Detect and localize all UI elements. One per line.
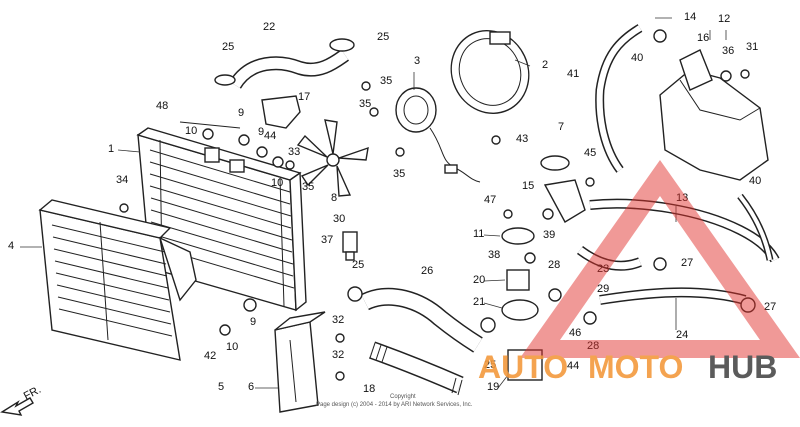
callout-47: 47 bbox=[484, 194, 496, 206]
callout-7: 7 bbox=[558, 121, 564, 133]
callout-35: 35 bbox=[380, 75, 392, 87]
callout-16: 16 bbox=[697, 32, 709, 44]
callout-48: 48 bbox=[156, 100, 168, 112]
callout-35c: 35 bbox=[302, 181, 314, 193]
callout-30: 30 bbox=[333, 213, 345, 225]
callout-10c: 10 bbox=[226, 341, 238, 353]
callout-25b: 25 bbox=[377, 31, 389, 43]
callout-34: 34 bbox=[116, 174, 128, 186]
leader-lines bbox=[20, 17, 727, 389]
callout-23: 23 bbox=[597, 263, 609, 275]
callout-24: 24 bbox=[676, 329, 688, 341]
watermark-logo: AUTO MOTO HUB bbox=[478, 160, 800, 385]
callout-14: 14 bbox=[684, 11, 696, 23]
callout-31: 31 bbox=[746, 41, 758, 53]
callout-46: 46 bbox=[569, 327, 581, 339]
callout-39: 39 bbox=[543, 229, 555, 241]
callout-41: 41 bbox=[567, 68, 579, 80]
callout-38: 38 bbox=[488, 249, 500, 261]
lower-cover bbox=[274, 311, 326, 413]
callout-37: 37 bbox=[321, 234, 333, 246]
callout-5: 5 bbox=[218, 381, 224, 393]
callout-28: 28 bbox=[548, 259, 560, 271]
callout-28b: 28 bbox=[587, 340, 599, 352]
callout-20: 20 bbox=[473, 274, 485, 286]
callout-36: 36 bbox=[722, 45, 734, 57]
callout-6: 6 bbox=[248, 381, 254, 393]
callout-1: 1 bbox=[108, 143, 114, 155]
front-arrow: FR. bbox=[0, 384, 43, 416]
callout-25d: 25 bbox=[484, 359, 496, 371]
callout-32b: 32 bbox=[332, 349, 344, 361]
callout-10b: 10 bbox=[271, 177, 283, 189]
watermark-text-auto: AUTO bbox=[478, 349, 568, 385]
callout-44: 44 bbox=[264, 130, 276, 142]
callout-25c: 25 bbox=[352, 259, 364, 271]
callout-10: 10 bbox=[185, 125, 197, 137]
callout-labels: 1234567899910101011121314151617181920212… bbox=[8, 11, 776, 395]
callout-27: 27 bbox=[681, 257, 693, 269]
callout-40: 40 bbox=[631, 52, 643, 64]
radiator-shroud bbox=[38, 199, 197, 361]
filler-neck bbox=[540, 155, 586, 223]
callout-26: 26 bbox=[421, 265, 433, 277]
callout-4: 4 bbox=[8, 240, 14, 252]
callout-32: 32 bbox=[332, 314, 344, 326]
callout-17: 17 bbox=[298, 91, 310, 103]
watermark-text-hub: HUB bbox=[708, 349, 777, 385]
callout-18: 18 bbox=[363, 383, 375, 395]
fan-motor bbox=[395, 87, 481, 183]
callout-35b: 35 bbox=[359, 98, 371, 110]
callout-33: 33 bbox=[288, 146, 300, 158]
callout-43: 43 bbox=[516, 133, 528, 145]
callout-12: 12 bbox=[718, 13, 730, 25]
callout-15: 15 bbox=[522, 180, 534, 192]
callout-35d: 35 bbox=[393, 168, 405, 180]
callout-27b: 27 bbox=[764, 301, 776, 313]
callout-25: 25 bbox=[222, 41, 234, 53]
thermostat-housing bbox=[501, 227, 543, 381]
callout-42: 42 bbox=[204, 350, 216, 362]
fan-shroud bbox=[450, 29, 530, 115]
callout-45: 45 bbox=[584, 147, 596, 159]
callout-13: 13 bbox=[676, 192, 688, 204]
callout-44b: 44 bbox=[567, 360, 579, 372]
copyright-line-1: Copyright bbox=[390, 394, 416, 400]
callout-21: 21 bbox=[473, 296, 485, 308]
callout-40b: 40 bbox=[749, 175, 761, 187]
callout-22: 22 bbox=[263, 21, 275, 33]
fan-blade bbox=[296, 119, 369, 197]
callout-3: 3 bbox=[414, 55, 420, 67]
callout-11: 11 bbox=[473, 228, 484, 240]
bracket bbox=[261, 95, 301, 129]
callout-2: 2 bbox=[542, 59, 548, 71]
watermark-text-moto: MOTO bbox=[588, 349, 683, 385]
copyright-line-2: Page design (c) 2004 - 2014 by ARI Netwo… bbox=[316, 402, 473, 408]
callout-9b: 9 bbox=[258, 126, 264, 138]
callout-9: 9 bbox=[238, 107, 244, 119]
hardware bbox=[119, 29, 756, 381]
callout-8: 8 bbox=[331, 192, 337, 204]
callout-9c: 9 bbox=[250, 316, 256, 328]
callout-19: 19 bbox=[487, 381, 499, 393]
reserve-tank bbox=[659, 49, 769, 181]
front-label: FR. bbox=[22, 384, 43, 403]
callout-29: 29 bbox=[597, 283, 609, 295]
thermo-switch bbox=[342, 231, 358, 261]
